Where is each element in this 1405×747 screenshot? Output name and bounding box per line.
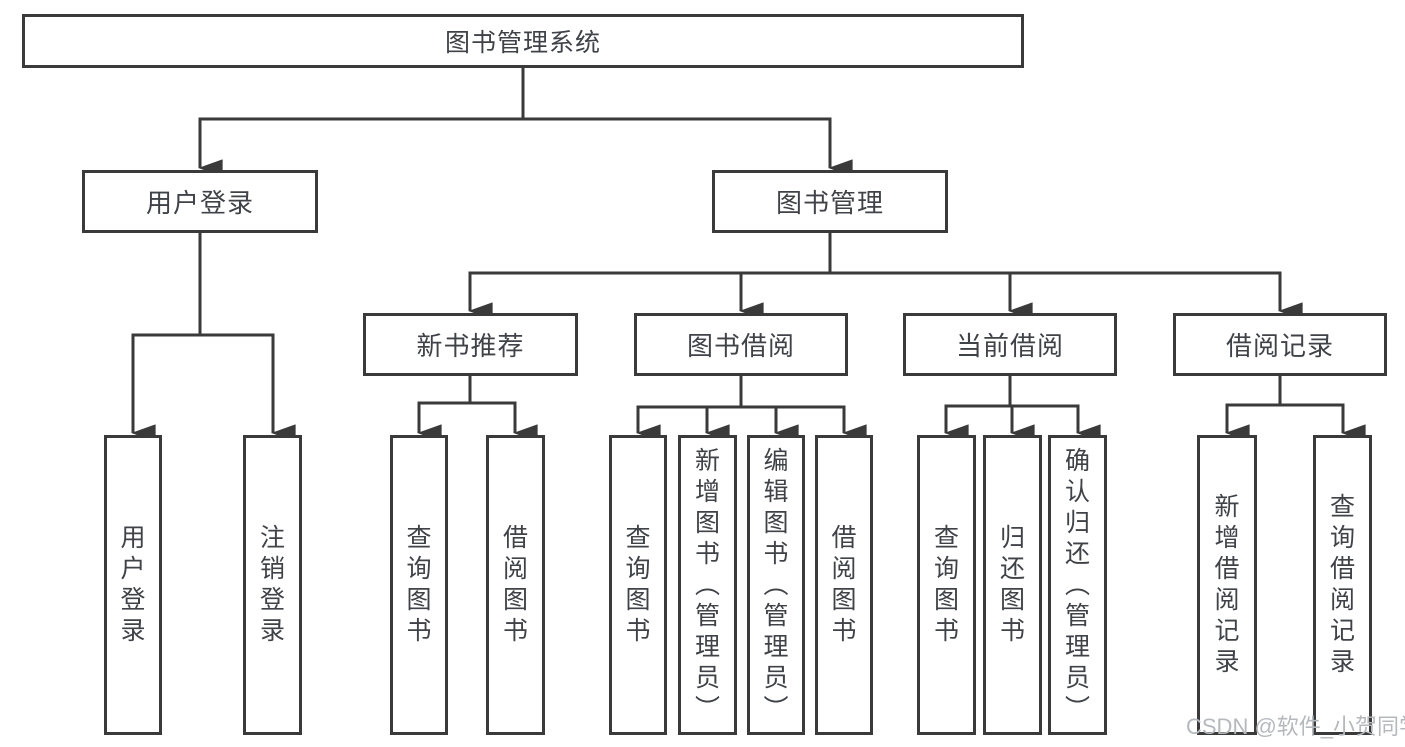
leaf-borrow-books-2: 借 阅 图 书 (815, 435, 873, 735)
leaf-add-books: 新 增 图 书 ︵ 管 理 员 ︶ (678, 435, 737, 735)
leaf-query-books-2: 查 询 图 书 (609, 435, 667, 735)
node-book-mgmt: 图书管理 (712, 170, 948, 233)
node-borrow-records: 借阅记录 (1173, 313, 1387, 376)
leaf-return-books: 归 还 图 书 (983, 435, 1042, 735)
leaf-user-login: 用 户 登 录 (104, 435, 162, 735)
leaf-query-books-1: 查 询 图 书 (390, 435, 448, 735)
node-current-borrow: 当前借阅 (903, 313, 1117, 376)
node-book-borrow: 图书借阅 (634, 313, 848, 376)
leaf-query-record: 查 询 借 阅 记 录 (1313, 435, 1372, 735)
leaf-confirm-return: 确 认 归 还 ︵ 管 理 员 ︶ (1048, 435, 1107, 735)
leaf-edit-books: 编 辑 图 书 ︵ 管 理 员 ︶ (747, 435, 805, 735)
leaf-query-books-3: 查 询 图 书 (917, 435, 976, 735)
node-root: 图书管理系统 (22, 14, 1024, 68)
leaf-logout: 注 销 登 录 (243, 435, 302, 735)
leaf-add-record: 新 增 借 阅 记 录 (1197, 435, 1257, 735)
leaf-borrow-books-1: 借 阅 图 书 (486, 435, 545, 735)
watermark: CSDN @软件_小贺同学 (1186, 714, 1405, 739)
node-user-login: 用户登录 (82, 170, 318, 233)
node-new-books: 新书推荐 (363, 313, 578, 376)
